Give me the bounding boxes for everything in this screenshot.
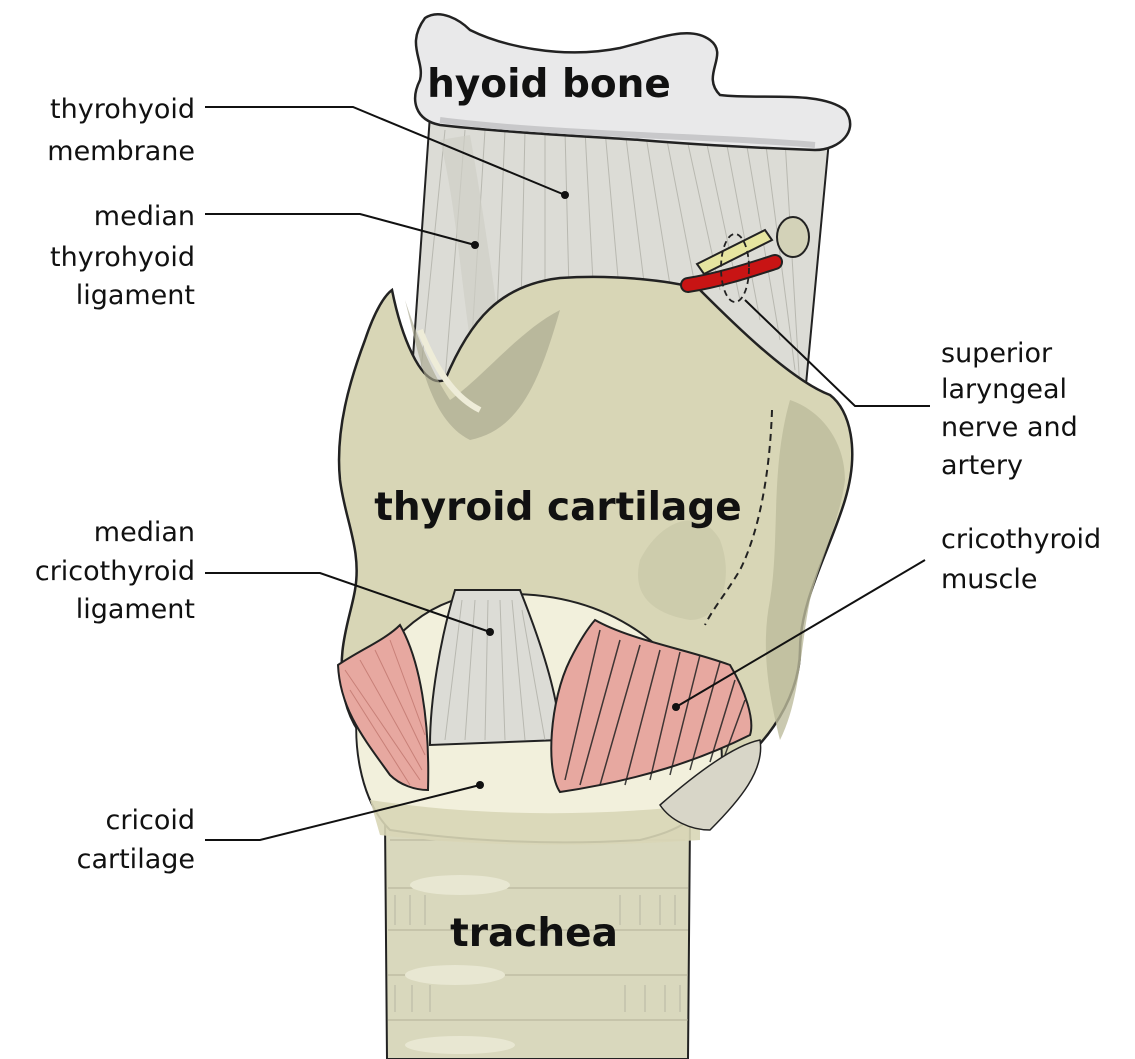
label-thyroid-cartilage: thyroid cartilage	[374, 485, 741, 530]
svg-text:median: median	[94, 517, 195, 548]
callout-cricoid-cartilage: cricoid cartilage	[77, 805, 195, 875]
svg-text:artery: artery	[941, 450, 1023, 481]
svg-text:superior: superior	[941, 338, 1053, 369]
svg-text:median: median	[94, 201, 195, 232]
label-trachea: trachea	[450, 911, 618, 956]
svg-text:thyrohyoid: thyrohyoid	[50, 94, 195, 125]
svg-text:nerve and: nerve and	[941, 412, 1078, 443]
callout-thyrohyoid-membrane: thyrohyoid membrane	[47, 94, 195, 167]
callout-cricothyroid-muscle: cricothyroid muscle	[941, 524, 1101, 595]
svg-text:membrane: membrane	[47, 136, 195, 167]
callout-median-thyrohyoid-ligament: median thyrohyoid ligament	[50, 201, 195, 311]
svg-text:laryngeal: laryngeal	[941, 374, 1067, 405]
svg-text:muscle: muscle	[941, 564, 1037, 595]
label-hyoid-bone: hyoid bone	[427, 62, 671, 107]
svg-text:ligament: ligament	[76, 594, 195, 625]
callout-superior-laryngeal-nerve-artery: superior laryngeal nerve and artery	[941, 338, 1078, 481]
callout-median-cricothyroid-ligament: median cricothyroid ligament	[35, 517, 195, 625]
svg-text:cricoid: cricoid	[106, 805, 195, 836]
svg-text:thyrohyoid: thyrohyoid	[50, 242, 195, 273]
svg-text:cricothyroid: cricothyroid	[941, 524, 1101, 555]
svg-text:cricothyroid: cricothyroid	[35, 556, 195, 587]
svg-text:cartilage: cartilage	[77, 844, 195, 875]
svg-text:ligament: ligament	[76, 280, 195, 311]
triticeous-cartilage	[777, 217, 809, 257]
